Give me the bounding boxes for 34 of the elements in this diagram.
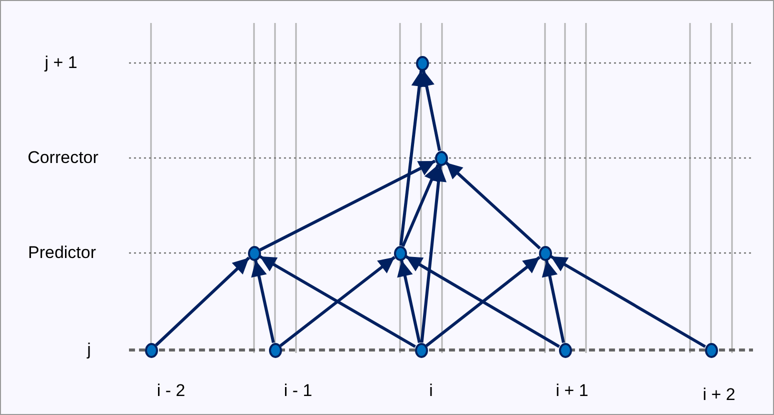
arrow bbox=[542, 260, 565, 343]
arrow bbox=[418, 70, 442, 151]
arrow bbox=[155, 256, 250, 346]
arrow bbox=[405, 255, 560, 348]
grid-point bbox=[538, 246, 552, 260]
arrow bbox=[251, 260, 275, 344]
arrow bbox=[550, 255, 706, 348]
column-label: i + 1 bbox=[556, 381, 588, 401]
column-label: i bbox=[429, 381, 433, 401]
grid-point bbox=[414, 342, 428, 358]
grid-point bbox=[144, 342, 158, 358]
arrow bbox=[402, 164, 440, 247]
arrow bbox=[259, 255, 416, 348]
row-label: j bbox=[87, 340, 91, 360]
arrow bbox=[445, 162, 541, 250]
row-label: j + 1 bbox=[44, 53, 78, 73]
grid-point bbox=[558, 342, 572, 358]
row-label: Predictor bbox=[28, 243, 96, 263]
grid-point bbox=[248, 246, 260, 260]
row-label: Corrector bbox=[28, 148, 98, 168]
arrow bbox=[397, 260, 421, 344]
arrow bbox=[279, 256, 396, 347]
grid-point bbox=[394, 246, 406, 260]
arrow bbox=[420, 165, 447, 343]
arrow bbox=[399, 70, 428, 246]
grid-point bbox=[416, 56, 428, 70]
arrow bbox=[259, 160, 436, 252]
column-label: i - 2 bbox=[156, 381, 186, 401]
grid-point bbox=[434, 150, 448, 166]
grid-point bbox=[704, 342, 718, 358]
column-label: i + 2 bbox=[702, 385, 736, 405]
arrow bbox=[425, 256, 541, 347]
grid-point bbox=[268, 342, 282, 358]
column-label: i - 1 bbox=[284, 381, 312, 401]
